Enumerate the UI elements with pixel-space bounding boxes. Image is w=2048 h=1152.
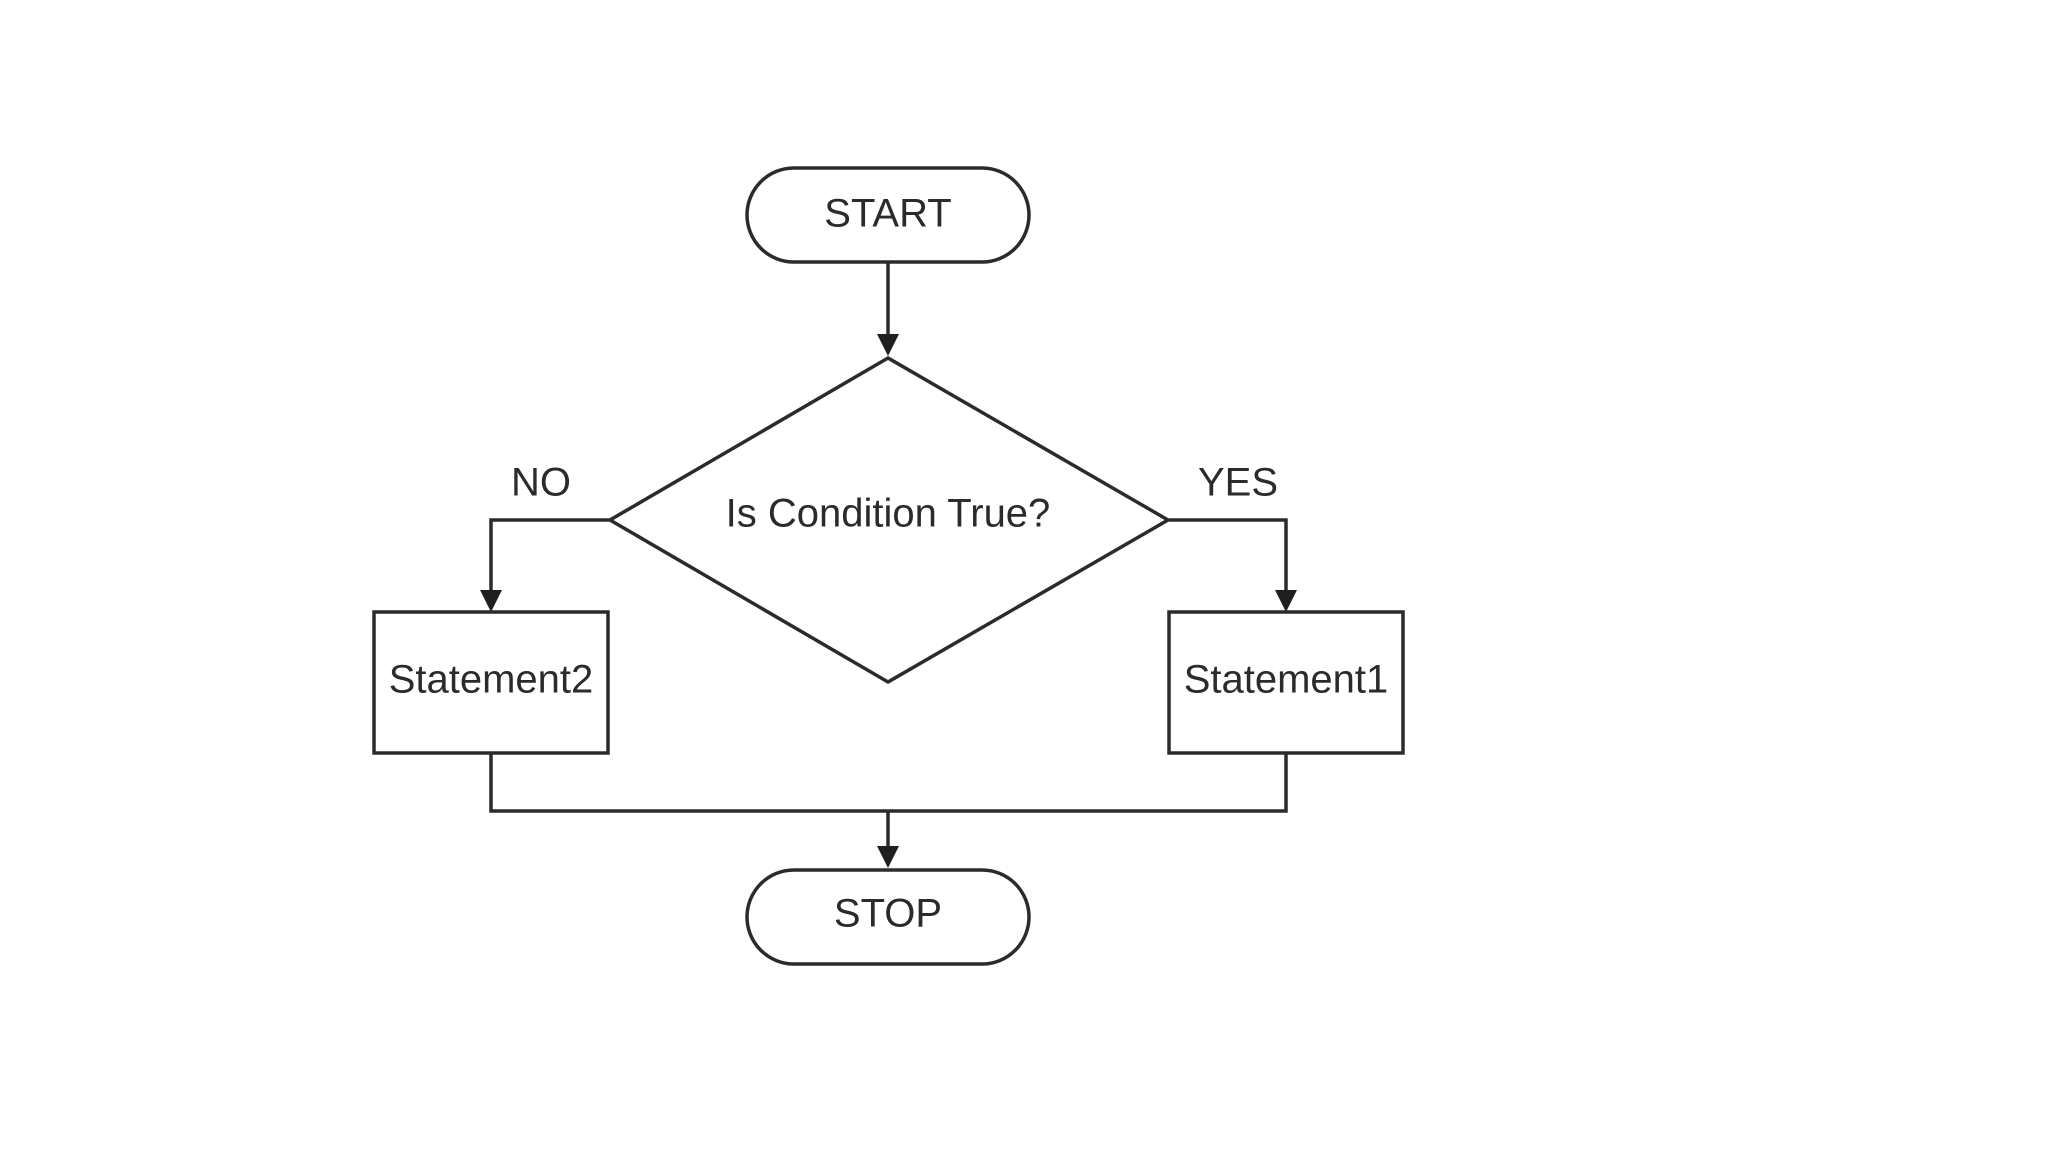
start-to-decision-arrow — [877, 262, 899, 356]
yes-branch-line — [1168, 518, 1288, 592]
merge-connector — [489, 753, 1288, 868]
statement2-node: Statement2 — [372, 610, 610, 755]
start-label: START — [824, 192, 951, 236]
no-branch-label: NO — [511, 461, 571, 505]
statement1-process-shape — [1167, 610, 1405, 755]
statement2-label: Statement2 — [389, 658, 594, 702]
stop-label: STOP — [834, 892, 942, 936]
no-branch-line — [489, 518, 610, 592]
stop-node: STOP — [745, 868, 1031, 966]
yes-branch-label: YES — [1198, 461, 1278, 505]
stop-terminator-shape — [745, 868, 1031, 966]
arrowhead-statement2 — [480, 590, 502, 612]
no-branch-arrow — [480, 518, 610, 612]
yes-branch-arrow — [1168, 518, 1297, 612]
decision-label: Is Condition True? — [726, 492, 1051, 536]
arrowhead-stop — [877, 846, 899, 868]
arrowhead-statement1 — [1275, 590, 1297, 612]
statement1-label: Statement1 — [1184, 658, 1389, 702]
start-node: START — [745, 166, 1031, 264]
decision-node: Is Condition True? — [606, 355, 1172, 685]
statement1-node: Statement1 — [1167, 610, 1405, 755]
decision-diamond-shape — [606, 355, 1172, 685]
arrowhead-decision — [877, 334, 899, 356]
merge-line — [489, 753, 1288, 813]
